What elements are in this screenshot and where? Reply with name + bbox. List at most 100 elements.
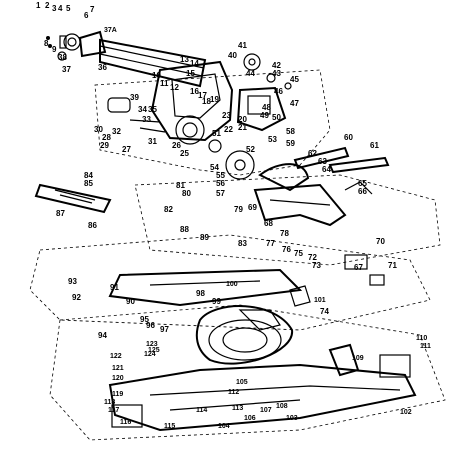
- callout-63: 63: [318, 157, 327, 166]
- callout-73: 73: [312, 261, 321, 270]
- callout-98: 98: [196, 289, 205, 298]
- callout-82: 82: [164, 205, 173, 214]
- callout-58: 58: [286, 127, 295, 136]
- callout-64: 64: [322, 165, 331, 174]
- callout-37a: 37A: [104, 27, 117, 34]
- callout-61: 61: [370, 141, 379, 150]
- fence-left: [34, 183, 112, 214]
- callout-59: 59: [286, 139, 295, 148]
- callout-46: 46: [274, 87, 283, 96]
- motor-housing: [107, 60, 234, 145]
- callout-37: 37: [62, 65, 71, 74]
- callout-101: 101: [314, 297, 326, 304]
- clamp-parts: [289, 254, 385, 307]
- callout-4: 4: [58, 4, 63, 13]
- callout-12: 12: [170, 83, 179, 92]
- callout-22: 22: [224, 125, 233, 134]
- callout-68: 68: [264, 219, 273, 228]
- callout-113: 113: [232, 405, 243, 412]
- callout-118: 118: [104, 399, 115, 406]
- callout-11: 11: [160, 79, 169, 88]
- callout-80: 80: [182, 189, 191, 198]
- callout-116: 116: [120, 419, 131, 426]
- callout-69: 69: [248, 203, 257, 212]
- callout-102: 102: [400, 409, 412, 416]
- callout-34: 34: [138, 105, 147, 114]
- callout-67: 67: [354, 263, 363, 272]
- callout-115: 115: [164, 423, 175, 430]
- callout-10: 10: [152, 71, 161, 80]
- callout-65: 65: [358, 179, 367, 188]
- callout-106: 106: [244, 415, 256, 422]
- callout-86: 86: [88, 221, 97, 230]
- callout-99: 99: [212, 297, 221, 306]
- callout-70: 70: [376, 237, 385, 246]
- callout-1: 1: [36, 1, 41, 10]
- callout-88: 88: [180, 225, 189, 234]
- callout-29: 29: [100, 141, 109, 150]
- callout-111: 111: [420, 343, 431, 350]
- callout-25: 25: [180, 149, 189, 158]
- callout-91: 91: [110, 283, 119, 292]
- callout-26: 26: [172, 141, 181, 150]
- callout-3: 3: [52, 4, 57, 13]
- callout-27: 27: [122, 145, 131, 154]
- callout-96: 96: [146, 321, 155, 330]
- callout-14: 14: [190, 59, 199, 68]
- base-assembly: [108, 343, 417, 432]
- callout-92: 92: [72, 293, 81, 302]
- callout-89: 89: [200, 233, 209, 242]
- callout-109: 109: [352, 355, 364, 362]
- callout-121: 121: [112, 365, 124, 372]
- turntable-assembly: [108, 268, 303, 365]
- callout-60: 60: [344, 133, 353, 142]
- callout-77: 77: [266, 239, 275, 248]
- callout-43: 43: [272, 69, 281, 78]
- callout-117: 117: [108, 407, 119, 414]
- callout-84: 84: [84, 171, 93, 180]
- callout-57: 57: [216, 189, 225, 198]
- callout-6: 6: [84, 11, 89, 20]
- callout-72: 72: [308, 253, 317, 262]
- callout-97: 97: [160, 325, 169, 334]
- callout-28: 28: [102, 133, 111, 142]
- callout-103: 103: [286, 415, 298, 422]
- callout-52: 52: [246, 145, 255, 154]
- callout-18: 18: [202, 97, 211, 106]
- callout-114: 114: [196, 407, 207, 414]
- callout-66: 66: [358, 187, 367, 196]
- callout-123: 123: [146, 341, 158, 348]
- callout-78: 78: [280, 229, 289, 238]
- end-cap-assembly: [46, 30, 207, 88]
- callout-39: 39: [130, 93, 139, 102]
- callout-125: 125: [148, 347, 160, 354]
- callout-17: 17: [198, 91, 207, 100]
- callout-94: 94: [98, 331, 107, 340]
- callout-75: 75: [294, 249, 303, 258]
- callout-100: 100: [226, 281, 238, 288]
- callout-112: 112: [228, 389, 239, 396]
- callout-32: 32: [112, 127, 121, 136]
- callout-55: 55: [216, 171, 225, 180]
- callout-79: 79: [234, 205, 243, 214]
- callout-2: 2: [45, 1, 50, 10]
- callout-15: 15: [186, 69, 195, 78]
- callout-38: 38: [58, 53, 67, 62]
- callout-54: 54: [210, 163, 219, 172]
- callout-108: 108: [276, 403, 288, 410]
- callout-48: 48: [262, 103, 271, 112]
- callout-105: 105: [236, 379, 248, 386]
- callout-110: 110: [416, 335, 427, 342]
- callout-20: 20: [238, 115, 247, 124]
- callout-40: 40: [228, 51, 237, 60]
- callout-122: 122: [110, 353, 122, 360]
- callout-74: 74: [320, 307, 329, 316]
- callout-33: 33: [142, 115, 151, 124]
- callout-21: 21: [238, 123, 247, 132]
- callout-53: 53: [268, 135, 277, 144]
- callout-56: 56: [216, 179, 225, 188]
- callout-76: 76: [282, 245, 291, 254]
- callout-45: 45: [290, 75, 299, 84]
- callout-81: 81: [176, 181, 185, 190]
- callout-107: 107: [260, 407, 272, 414]
